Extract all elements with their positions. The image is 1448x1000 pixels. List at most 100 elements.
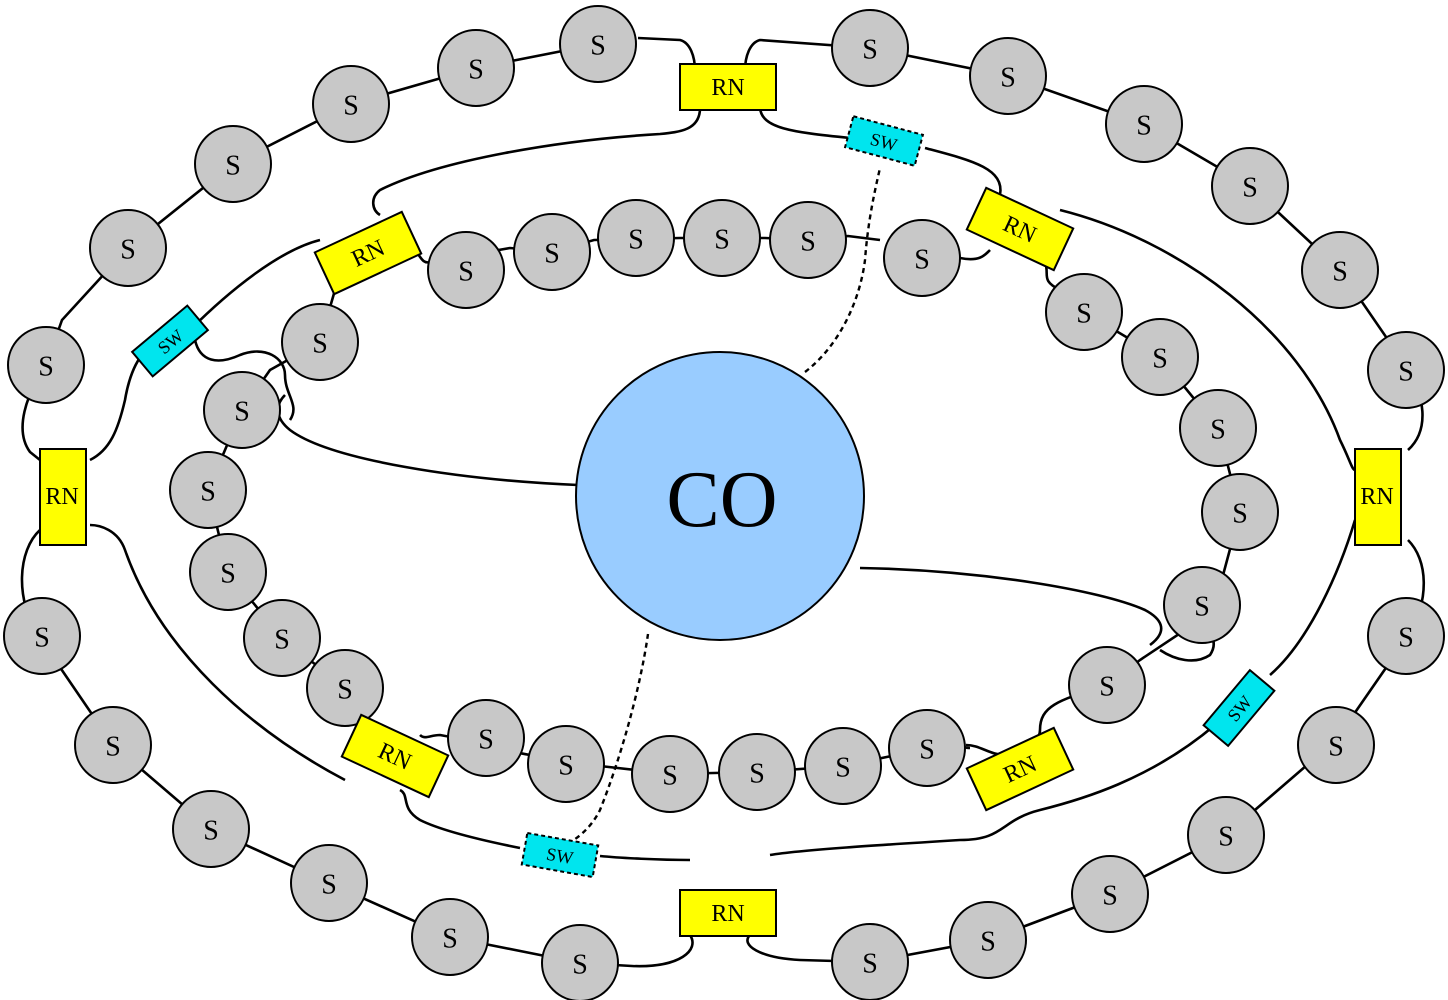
station-circle	[888, 709, 966, 787]
station-node: S	[831, 923, 909, 1000]
central-office: CO	[575, 351, 865, 641]
station-circle	[1367, 597, 1445, 675]
station-circle	[1179, 389, 1257, 467]
station-node: S	[7, 326, 85, 404]
station-circle	[1201, 473, 1279, 551]
station-circle	[427, 231, 505, 309]
station-circle	[513, 213, 591, 291]
station-node: S	[411, 898, 489, 976]
remote-node: RN	[965, 186, 1075, 272]
station-node: S	[312, 65, 390, 143]
station-circle	[437, 29, 515, 107]
switch-node: SW	[1202, 668, 1276, 748]
station-label: S	[628, 225, 644, 256]
station-label: S	[478, 725, 494, 756]
remote-node: RN	[679, 63, 777, 111]
station-node: S	[243, 599, 321, 677]
station-label: S	[343, 91, 359, 122]
station-circle	[597, 199, 675, 277]
station-circle	[559, 5, 637, 83]
central-office-label: CO	[666, 456, 777, 544]
station-circle	[949, 901, 1027, 979]
co-feeder-right	[859, 566, 1163, 647]
station-label: S	[458, 257, 474, 288]
station-circle	[1045, 273, 1123, 351]
station-node: S	[1297, 706, 1375, 784]
station-label: S	[200, 477, 216, 508]
station-node: S	[1301, 231, 1379, 309]
station-circle	[883, 219, 961, 297]
station-node: S	[447, 699, 525, 777]
remote-node-label: RN	[711, 75, 744, 101]
inner-top-to-rn	[959, 249, 991, 261]
remote-node: RN	[1354, 448, 1402, 546]
station-node: S	[281, 303, 359, 381]
middle-left-lower	[89, 523, 346, 782]
station-circle	[1121, 318, 1199, 396]
station-label: S	[38, 352, 54, 383]
station-node: S	[306, 649, 384, 727]
station-circle	[306, 649, 384, 727]
station-circle	[1297, 706, 1375, 784]
station-circle	[447, 699, 525, 777]
station-label: S	[1152, 344, 1168, 375]
station-node: S	[169, 451, 247, 529]
station-circle	[1367, 331, 1445, 409]
remote-node-box	[39, 448, 87, 546]
station-circle	[718, 733, 796, 811]
station-label: S	[1076, 299, 1092, 330]
switch-box	[1202, 668, 1276, 748]
station-node: S	[203, 371, 281, 449]
station-label: S	[914, 245, 930, 276]
station-label: S	[544, 239, 560, 270]
station-circle	[281, 303, 359, 381]
middle-right-lower	[769, 724, 1216, 857]
station-label: S	[980, 927, 996, 958]
station-node: S	[831, 9, 909, 87]
station-label: S	[558, 751, 574, 782]
remote-node: RN	[39, 448, 87, 546]
station-node: S	[1201, 473, 1279, 551]
station-label: S	[714, 225, 730, 256]
station-node: S	[194, 125, 272, 203]
station-label: S	[1000, 63, 1016, 94]
station-node: S	[631, 735, 709, 813]
station-circle	[194, 125, 272, 203]
station-circle	[831, 923, 909, 1000]
station-label: S	[321, 870, 337, 901]
station-label: S	[203, 816, 219, 847]
station-node: S	[1367, 597, 1445, 675]
station-circle	[74, 706, 152, 784]
switch-box	[130, 304, 210, 378]
station-node: S	[1105, 85, 1183, 163]
station-label: S	[1210, 415, 1226, 446]
station-label: S	[1218, 822, 1234, 853]
station-node: S	[559, 5, 637, 83]
station-label: S	[120, 235, 136, 266]
station-label: S	[220, 559, 236, 590]
station-circle	[1163, 566, 1241, 644]
station-node: S	[1068, 646, 1146, 724]
co-dashed-top	[804, 167, 882, 373]
remote-node-box	[679, 63, 777, 111]
station-circle	[1068, 646, 1146, 724]
station-circle	[969, 37, 1047, 115]
station-circle	[527, 725, 605, 803]
station-node: S	[1121, 318, 1199, 396]
remote-node-box	[965, 726, 1075, 812]
middle-top-left	[371, 107, 702, 217]
station-label: S	[662, 761, 678, 792]
station-label: S	[749, 759, 765, 790]
station-node: S	[513, 213, 591, 291]
middle-right-to-sw	[1269, 519, 1357, 676]
switch-node: SW	[520, 831, 600, 879]
station-node: S	[1187, 796, 1265, 874]
station-label: S	[1102, 881, 1118, 912]
station-label: S	[572, 950, 588, 981]
station-label: S	[800, 227, 816, 258]
central-office-circle	[575, 351, 865, 641]
station-circle	[1105, 85, 1183, 163]
station-circle	[1301, 231, 1379, 309]
switch-box	[843, 115, 925, 167]
station-label: S	[1232, 499, 1248, 530]
